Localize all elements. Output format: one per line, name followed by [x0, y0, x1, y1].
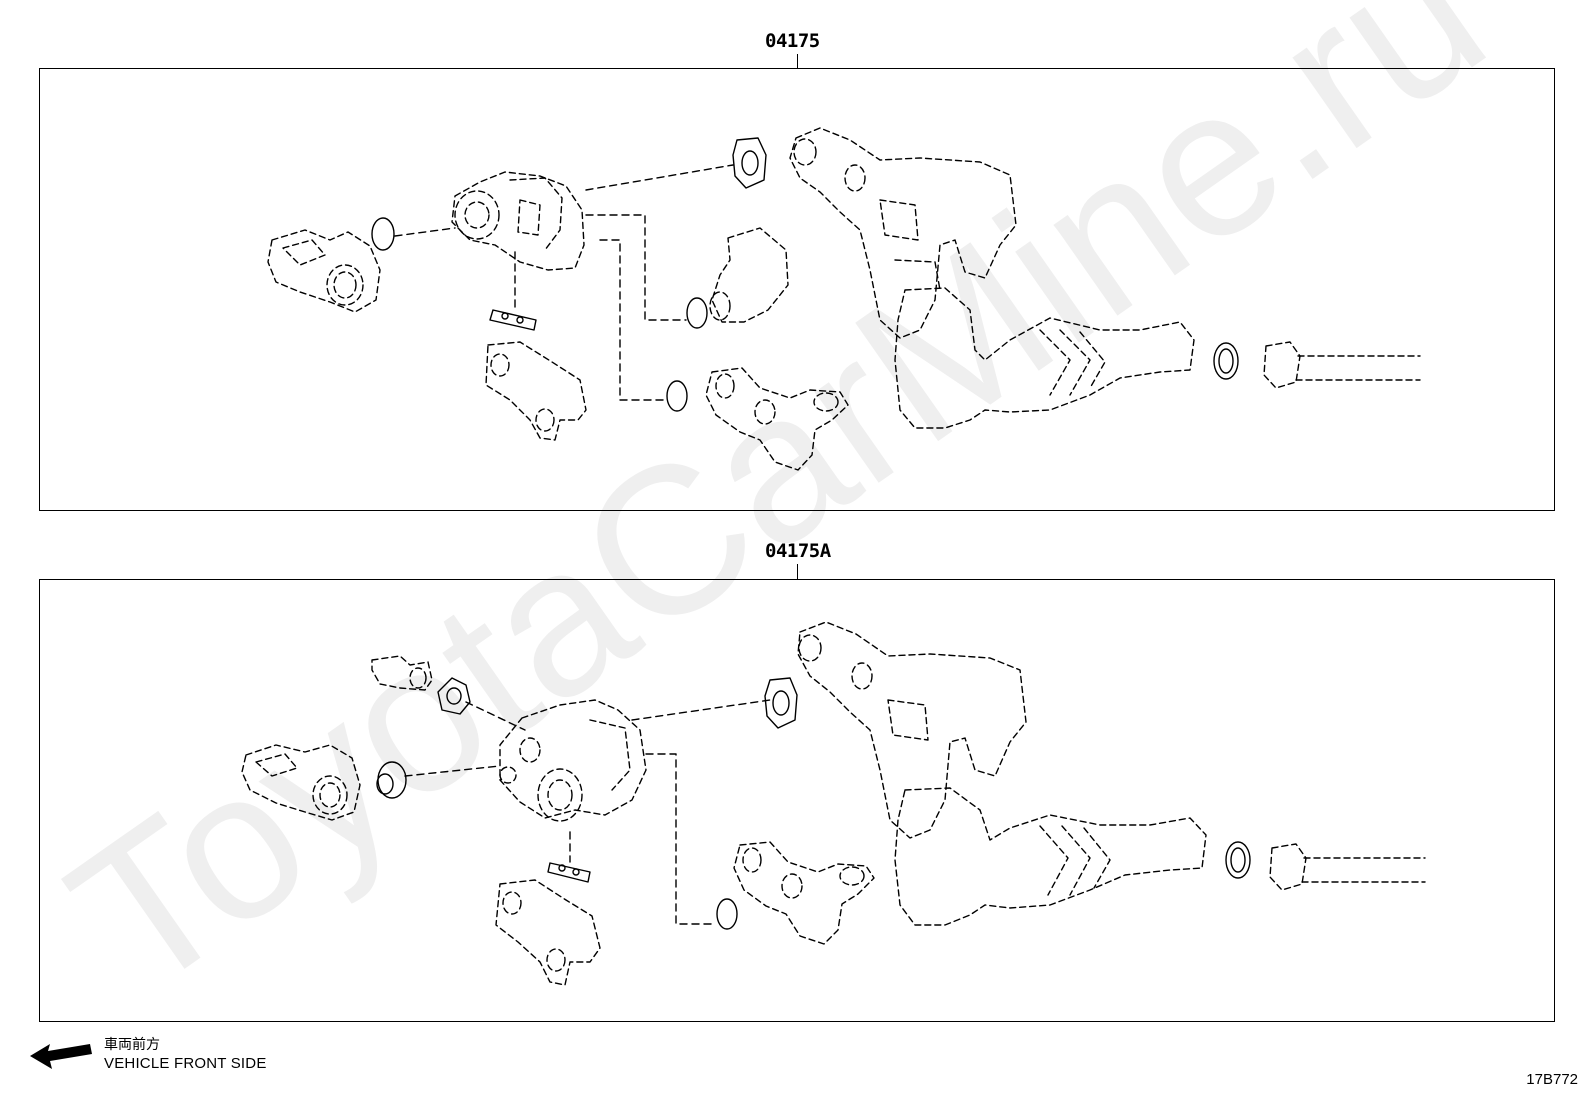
vehicle-front-label-jp: 車両前方	[104, 1037, 160, 1053]
part-number-label[interactable]: 04175A	[765, 540, 831, 562]
assembly-group-frame	[39, 579, 1555, 1022]
assembly-group-frame	[39, 68, 1555, 511]
exhaust-pipe[interactable]	[1269, 843, 1426, 891]
o-ring-fitting[interactable]	[376, 761, 407, 799]
illustration-code: 17B772	[1526, 1071, 1578, 1088]
exhaust-manifold[interactable]	[733, 841, 875, 945]
exhaust-gasket[interactable]	[1225, 841, 1251, 879]
elbow-housing[interactable]	[267, 229, 381, 313]
turbo-gasket[interactable]	[489, 309, 537, 331]
o-ring[interactable]	[666, 380, 688, 412]
exhaust-pipe-elbow[interactable]	[709, 227, 789, 323]
part-number-leader	[797, 54, 798, 69]
exhaust-manifold[interactable]	[485, 341, 587, 441]
elbow-housing[interactable]	[241, 744, 361, 821]
assembly-leader-lines	[404, 699, 771, 925]
o-ring[interactable]	[371, 217, 395, 251]
turbocharger[interactable]	[499, 699, 647, 822]
o-ring[interactable]	[686, 297, 708, 329]
flange-gasket[interactable]	[764, 677, 798, 729]
assembly-leader-lines	[394, 164, 734, 401]
exhaust-manifold[interactable]	[705, 367, 849, 471]
turbocharger[interactable]	[451, 171, 585, 271]
catalytic-converter[interactable]	[894, 287, 1195, 429]
exhaust-pipe[interactable]	[1263, 341, 1421, 389]
manifold-converter[interactable]	[797, 621, 1027, 839]
vehicle-front-label-en: VEHICLE FRONT SIDE	[104, 1055, 267, 1072]
part-number-leader	[797, 564, 798, 580]
inlet-pipe[interactable]	[371, 655, 433, 691]
turbo-gasket[interactable]	[547, 862, 591, 883]
o-ring[interactable]	[716, 898, 738, 930]
catalytic-converter[interactable]	[894, 787, 1207, 926]
manifold-converter[interactable]	[789, 127, 1017, 339]
flange-gasket[interactable]	[732, 137, 767, 189]
front-direction-arrow-icon	[30, 1044, 92, 1069]
part-number-label[interactable]: 04175	[765, 30, 820, 52]
flange-gasket[interactable]	[437, 677, 471, 715]
exhaust-manifold[interactable]	[495, 879, 601, 986]
exhaust-gasket[interactable]	[1213, 342, 1239, 380]
